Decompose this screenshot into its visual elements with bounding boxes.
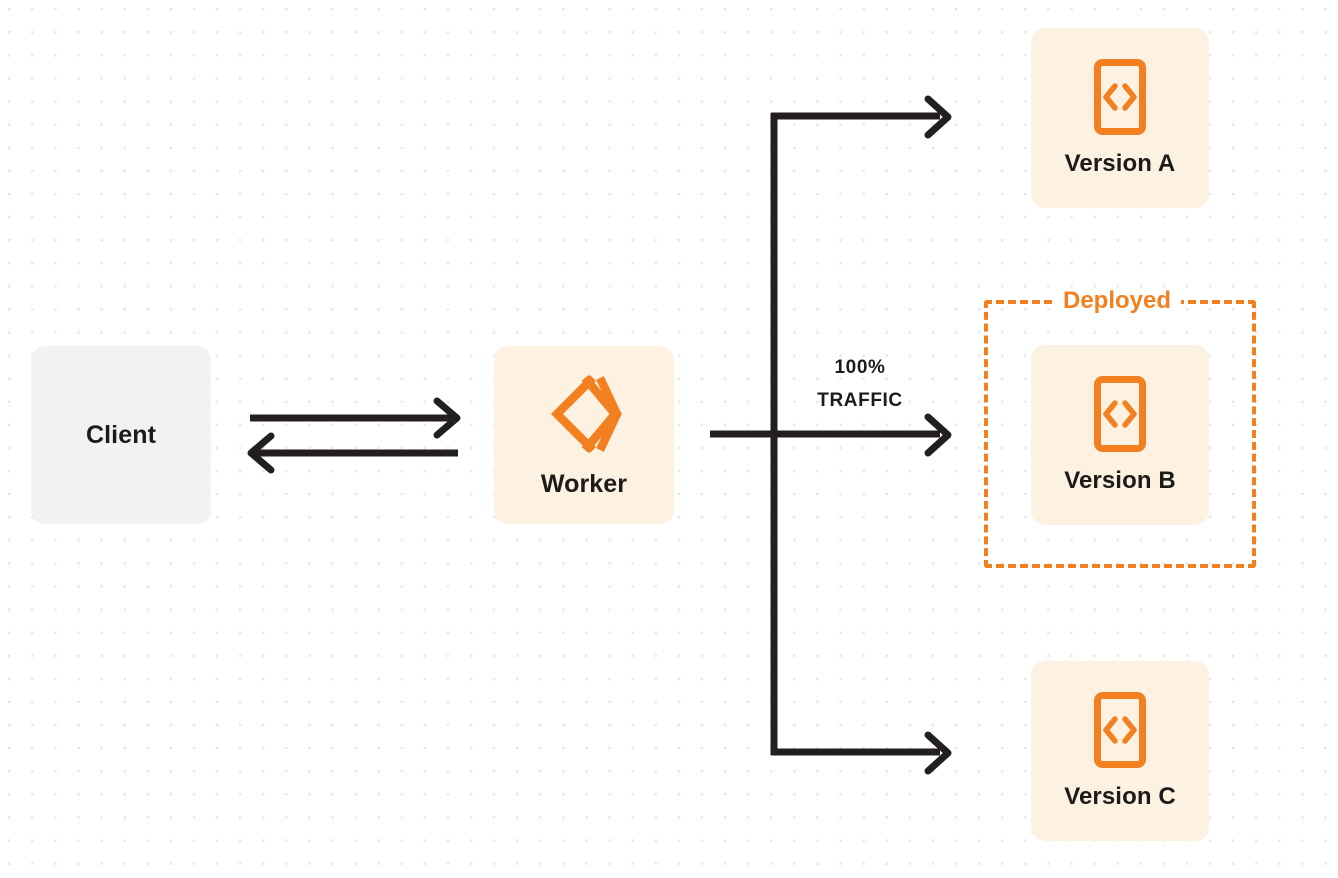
node-version-b[interactable]: Version B <box>1031 345 1209 525</box>
node-version-c-label: Version C <box>1064 783 1176 810</box>
code-file-icon <box>1093 58 1147 136</box>
node-version-b-label: Version B <box>1064 467 1176 494</box>
code-file-icon <box>1093 375 1147 453</box>
code-file-icon <box>1093 691 1147 769</box>
node-client[interactable]: Client <box>31 346 211 524</box>
edge-worker-to-versions <box>710 95 952 775</box>
edge-client-to-worker <box>250 397 461 439</box>
arrowhead-version-b <box>924 413 952 457</box>
node-worker[interactable]: Worker <box>494 346 674 524</box>
traffic-word: TRAFFIC <box>817 389 903 411</box>
node-client-label: Client <box>85 420 157 449</box>
node-worker-label: Worker <box>540 469 628 498</box>
node-version-a[interactable]: Version A <box>1031 28 1209 208</box>
node-version-a-label: Version A <box>1064 150 1176 177</box>
traffic-percentage-label: 100% TRAFFIC <box>790 352 930 417</box>
arrowhead-version-c <box>924 731 952 775</box>
node-version-c[interactable]: Version C <box>1031 661 1209 841</box>
edge-worker-to-client <box>247 432 458 474</box>
traffic-percent-value: 100% <box>834 357 886 378</box>
deployed-group-label: Deployed <box>1053 289 1182 313</box>
cloudflare-workers-icon <box>545 372 623 456</box>
arrowhead-version-a <box>924 95 952 139</box>
